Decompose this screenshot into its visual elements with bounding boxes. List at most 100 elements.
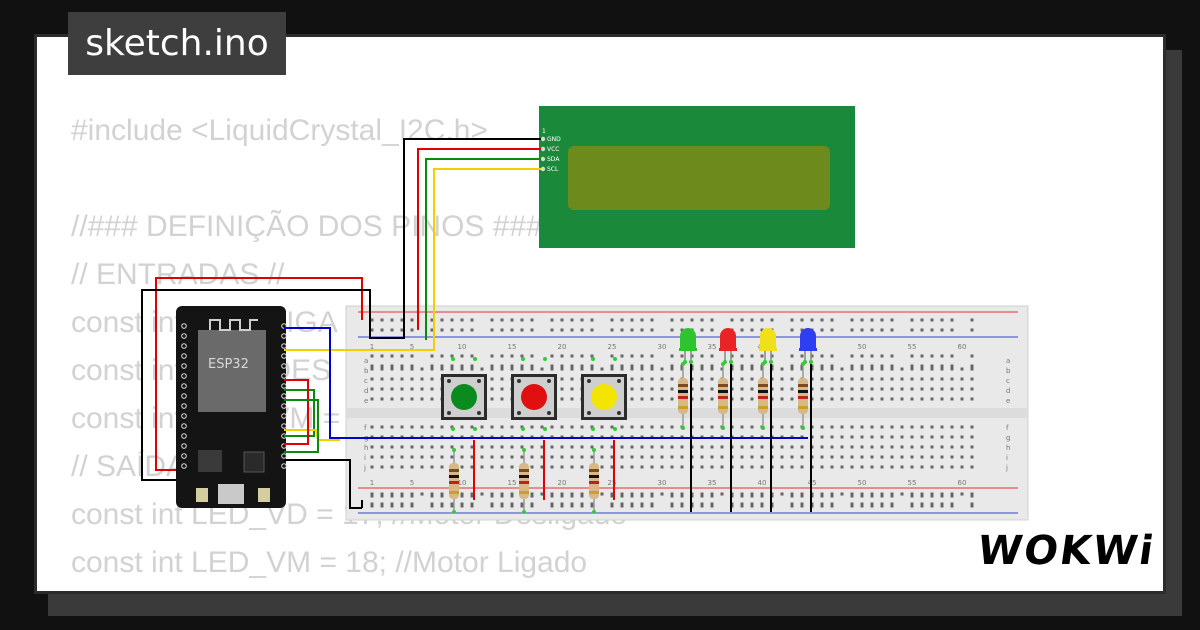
row-label: j [1005,464,1008,472]
code-background: #include <LiquidCrystal_I2C.h> //### DEFI… [71,107,627,591]
esp32-pin [281,403,287,409]
wokwi-logo: WOKWi [974,528,1159,574]
row-label: c [364,377,368,385]
resistor [589,448,599,514]
column-label: 20 [558,479,567,487]
column-label: 35 [708,343,717,351]
column-label: 40 [758,479,767,487]
row-label: h [1006,444,1010,452]
column-label: 15 [508,479,517,487]
column-label: 60 [958,343,967,351]
esp32-pin [281,413,287,419]
esp32-pin [181,403,187,409]
green-led [679,328,697,364]
lcd-pin [540,146,546,152]
esp32-pin [281,393,287,399]
leds [679,328,817,364]
esp32-pin [281,343,287,349]
push-buttons[interactable] [441,357,627,431]
row-label: b [364,367,369,375]
code-line: //### DEFINIÇÃO DOS PINOS ### [71,210,543,243]
column-label: 1 [370,479,374,487]
column-label: 10 [458,479,467,487]
wire-lcd-scl [284,168,541,351]
resistor [678,362,688,430]
esp32-pin [281,383,287,389]
green-push-button[interactable] [441,357,487,431]
resistor [718,362,728,430]
column-label: 55 [908,479,917,487]
esp32-pin [281,353,287,359]
esp32-pin [181,423,187,429]
row-label: g [1006,434,1010,442]
lcd-pin-label: VCC [547,146,559,153]
row-label: d [1006,387,1010,395]
esp32-label: ESP32 [208,357,249,372]
wire-lcd-gnd [403,138,541,330]
resistor [519,448,529,514]
row-label: a [364,357,368,365]
code-line: #include <LiquidCrystal_I2C.h> [71,114,488,147]
red-led [719,328,737,364]
esp32-pin [181,363,187,369]
resistor [449,448,459,514]
row-label: e [1006,397,1010,405]
column-label: 10 [458,343,467,351]
yellow-push-button[interactable] [581,357,627,431]
column-label: 15 [508,343,517,351]
resistors [449,362,808,514]
row-label: f [364,424,367,432]
esp32-pin [181,333,187,339]
file-tab[interactable]: sketch.ino [68,12,286,75]
row-label: d [364,387,368,395]
wire-green-btn [284,389,315,437]
column-label: 30 [658,479,667,487]
column-label: 50 [858,343,867,351]
breadboard-jumpers [361,364,812,512]
esp32-board[interactable]: ESP32 [176,306,287,508]
esp32-pin [181,463,187,469]
red-push-button[interactable] [511,357,557,431]
wire-lcd-vcc [417,148,541,330]
wires [141,138,808,509]
esp32-pin [181,393,187,399]
lcd-pin-label: GND [547,136,561,143]
row-label: e [364,397,368,405]
esp32-pin [181,453,187,459]
esp32-pin [181,383,187,389]
wire-lcd-sda [425,158,541,340]
row-label: a [1006,357,1010,365]
wire-gnd-bottom [284,459,362,509]
esp32-pin [181,373,187,379]
column-label: 60 [958,479,967,487]
esp32-pin [281,453,287,459]
code-line: const int LED_VM = 18; //Motor Ligado [71,546,588,579]
esp32-pin [181,323,187,329]
lcd-pin-label: SDA [547,156,560,163]
esp32-pin [181,413,187,419]
lcd-pin [540,166,546,172]
row-label: h [364,444,368,452]
code-line: // ENTRADAS // [71,258,285,291]
resistor [758,362,768,430]
esp32-pin [281,423,287,429]
blue-led [799,328,817,364]
esp32-pin [181,343,187,349]
column-label: 20 [558,343,567,351]
wire-esp-vcc [155,277,363,471]
lcd-pin [540,156,546,162]
row-label: b [1006,367,1011,375]
column-label: 5 [410,479,414,487]
esp32-pin [181,433,187,439]
column-label: 1 [370,343,374,351]
column-label: 55 [908,343,917,351]
column-label: 35 [708,479,717,487]
lcd-pin-label: SCL [547,166,559,173]
row-label: c [1006,377,1010,385]
wire-green2 [284,399,319,453]
esp32-pin [281,363,287,369]
esp32-pin [281,373,287,379]
yellow-led [759,328,777,364]
